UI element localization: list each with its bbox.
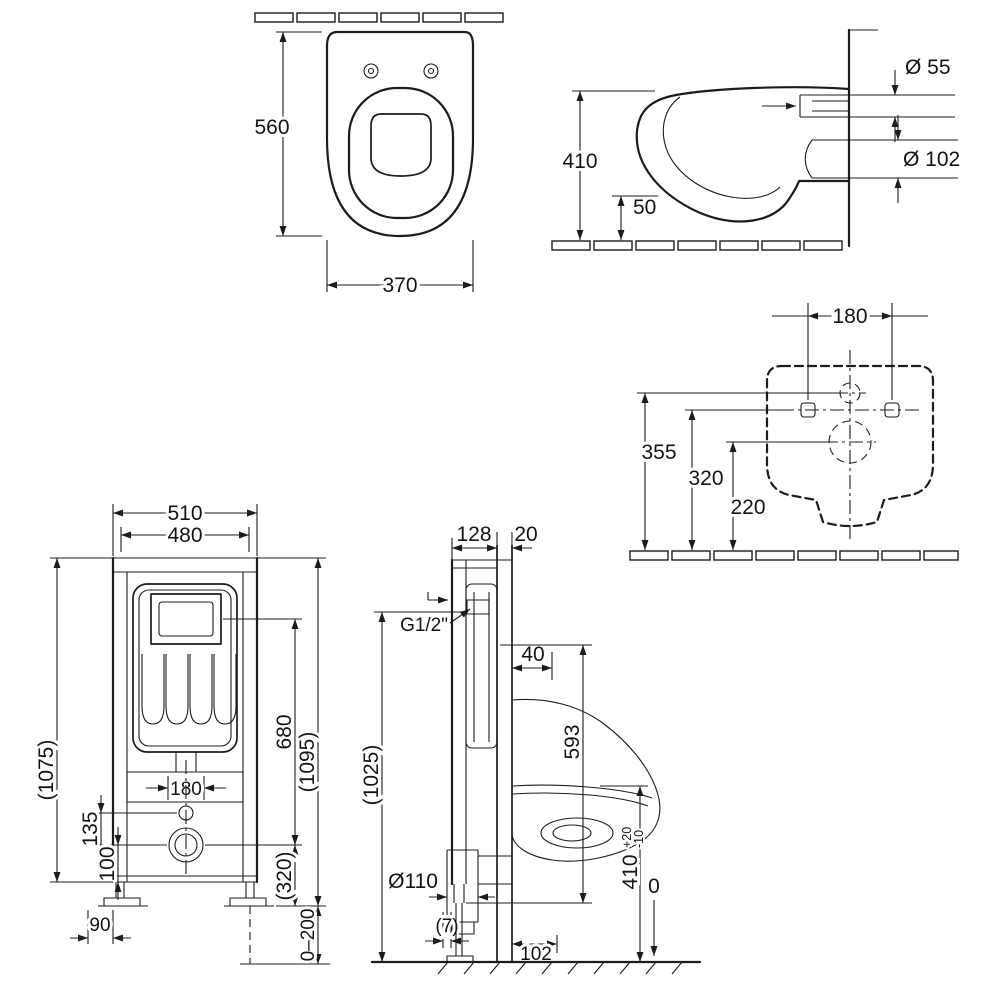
frame-feet [98,882,274,907]
floor-section-tiles [629,550,959,561]
frame-top-crossbar [112,557,258,573]
dim-pan-depth: 560 [254,116,289,139]
floor-hatch [437,961,683,975]
seat-rim [347,86,455,220]
pan-rear-outline [765,364,935,528]
fixing-crossbar [126,771,244,803]
dim-frame-outer-width: 510 [167,502,202,525]
floor-datum: 0 [648,875,660,898]
frame-side-view: 128 20 G1/2" 40 593 (1025) [357,520,702,975]
dim-foot-offset: 90 [89,915,110,936]
label-water-supply: G1/2" [400,615,448,636]
dim-outlet-dia: Ø 102 [903,148,960,171]
dim-40: 40 [521,643,544,666]
pan-outline [325,30,475,238]
dim-outlet-height: 220 [730,496,765,519]
drain-pipe [446,849,479,935]
dim-7: (7) [435,916,458,937]
wall-section-tiles [254,12,504,23]
dim-rear-bolt-spacing: 180 [832,305,867,328]
seat-hinge-hole-left [363,63,379,79]
water-connection [178,805,194,821]
dim-seat-tol-plus: +20 [620,827,634,848]
dim-inlet-height: 355 [641,441,676,464]
outlet-horn [804,139,849,179]
dim-frame-height: (1075) [35,740,58,801]
dim-drain-dia: Ø110 [388,870,438,893]
dim-foot-adjust: 0–200 [298,909,319,962]
dim-bolt-height: 320 [688,467,723,490]
dim-pan-width: 370 [382,274,417,297]
cistern-moulding [141,654,237,725]
floor-section-tiles [551,240,843,251]
dim-plate-height: 680 [273,714,296,749]
seat-hinge-hole-right [423,63,439,79]
frame-front-view: 510 480 180 [32,499,330,965]
pan-side-view: 410 50 Ø 55 Ø 102 [551,28,963,251]
waste-connection-inner [174,833,198,857]
dim-135: 135 [79,811,102,846]
dim-102: 102 [520,944,552,965]
dim-seat-tol-minus: -10 [632,830,646,848]
flush-plate-opening [150,593,222,645]
flush-plate [158,601,214,637]
dim-seat-height: 410 [619,854,642,889]
dim-inlet-dia: Ø 55 [905,56,951,79]
inlet-spigot [799,94,849,118]
bowl-opening [370,113,432,177]
supply-fitting [466,599,490,615]
pan-profile-outline [635,86,851,223]
dim-wall-thickness: 20 [514,523,537,546]
pan-top-view: 560 370 [251,12,504,300]
cistern [132,583,238,753]
dim-frame-inner-width: 480 [167,524,202,547]
bowl-inner-profile [662,96,781,199]
seat-hinge-hole-left-inner [367,67,375,75]
fixing-hole-right [884,402,900,418]
seat-hinge-hole-right-inner [427,67,435,75]
dim-overall-height-side: (1025) [360,745,383,806]
dim-outlet-drop: (320) [273,851,296,900]
waste-connection-outer [168,827,204,863]
cistern-side [465,583,498,749]
pan-rear-view: 180 355 320 220 [629,302,959,561]
dim-pan-clearance: 50 [633,196,656,219]
dim-frame-depth: 128 [456,523,491,546]
dim-overall-height: (1095) [296,732,319,793]
supply-leader [449,608,471,624]
fixing-hole-left [800,402,816,418]
dim-593: 593 [561,724,584,759]
dim-100: 100 [96,846,119,881]
frame-foot-side [446,884,474,963]
dim-pan-height: 410 [562,150,597,173]
